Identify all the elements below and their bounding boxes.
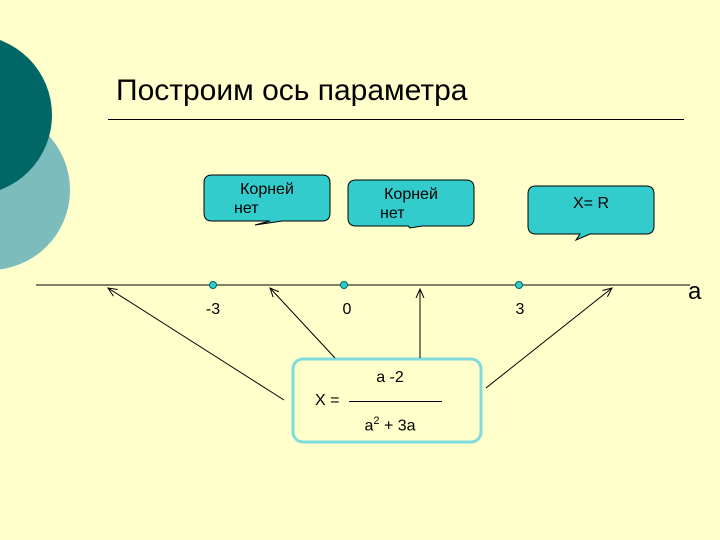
arrow-to-between-minus3-0 xyxy=(270,288,336,359)
axis-name-label: a xyxy=(688,278,702,305)
deco-circle-dark xyxy=(0,40,52,190)
tick-label-minus3: -3 xyxy=(205,301,221,318)
arrow-to-left-region xyxy=(108,288,285,401)
formula-numerator: a -2 xyxy=(376,369,404,386)
axis-point-0 xyxy=(340,281,348,289)
callout-1-line1: Корней xyxy=(240,181,294,198)
fraction-bar xyxy=(349,401,442,402)
den-rest: + 3a xyxy=(379,417,416,435)
axis-point-minus3 xyxy=(209,281,217,289)
callout-3: X= R xyxy=(528,194,654,213)
callout-2: Корней нет xyxy=(348,185,474,223)
slide-title: Построим ось параметра xyxy=(116,74,468,107)
callout-3-line1: X= R xyxy=(572,195,609,212)
formula-denominator: a2 + 3a xyxy=(355,415,425,435)
callout-1-line2: нет xyxy=(234,200,259,217)
callout-box-2 xyxy=(347,179,475,229)
formula: a -2 X = a2 + 3a xyxy=(293,359,481,442)
callout-box-3 xyxy=(527,185,655,242)
callout-box-1 xyxy=(203,174,331,226)
title-underline xyxy=(108,119,684,120)
callout-2-line2: нет xyxy=(380,205,405,222)
axis-point-3 xyxy=(515,281,523,289)
formula-lhs: X = xyxy=(315,392,340,409)
formula-box xyxy=(291,357,483,444)
arrow-to-right-region xyxy=(485,288,612,389)
tick-label-0: 0 xyxy=(342,301,352,318)
callout-2-line1: Корней xyxy=(384,186,438,203)
den-exponent: 2 xyxy=(373,415,380,427)
den-base: a xyxy=(364,417,374,435)
tick-label-3: 3 xyxy=(515,301,525,318)
callout-1: Корней нет xyxy=(204,180,330,218)
